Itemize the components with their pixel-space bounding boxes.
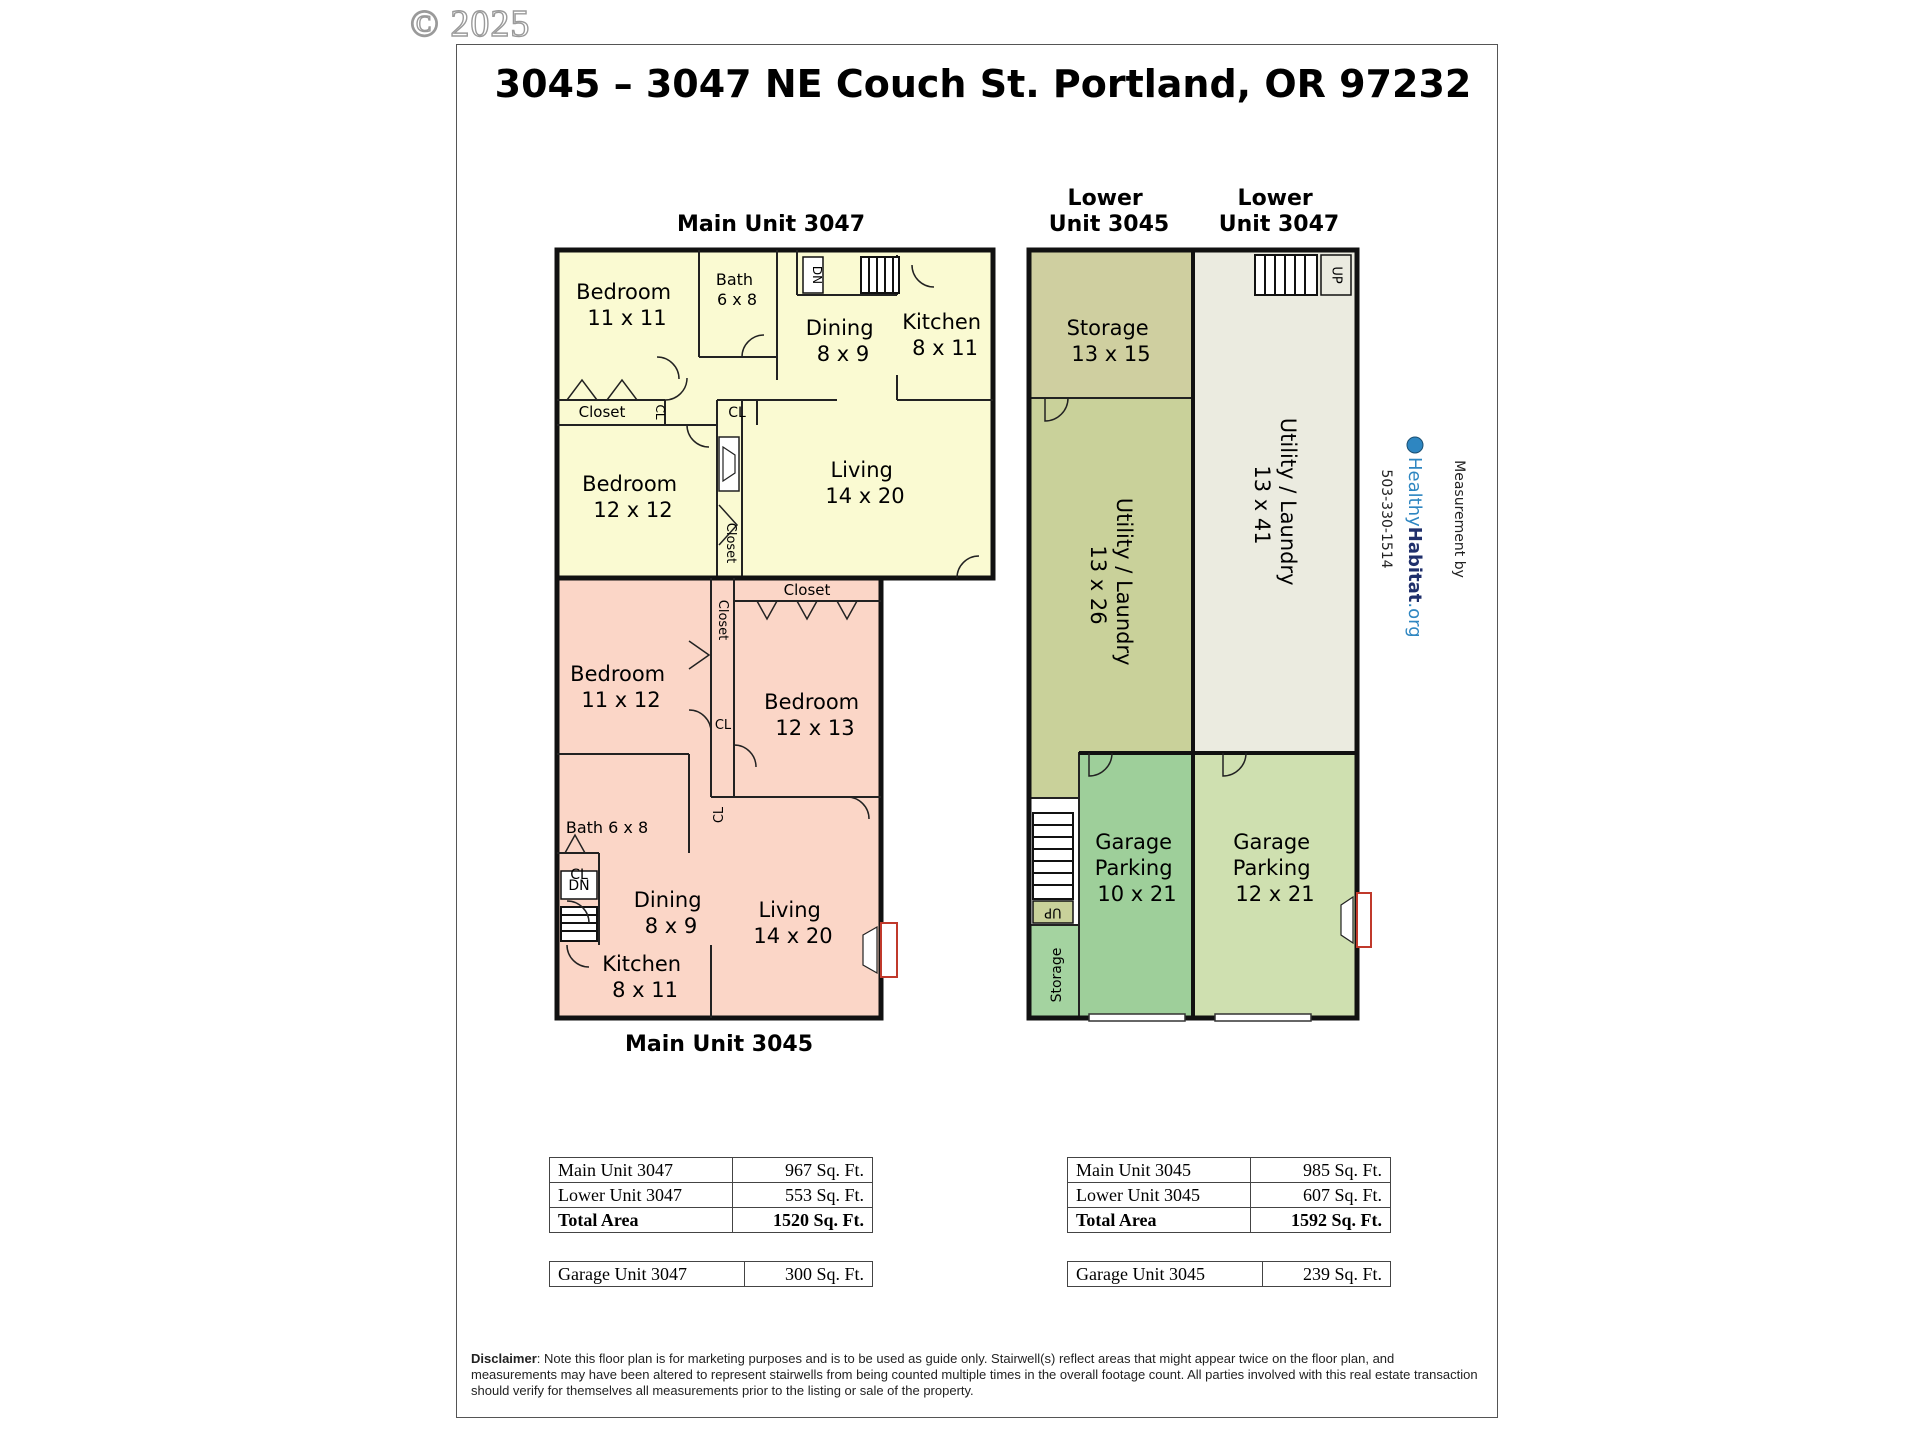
badge-measurement-by: Measurement by bbox=[1451, 460, 1467, 578]
room-bedroom-12x13: Bedroom 12 x 13 bbox=[764, 690, 866, 740]
room-closet: Closet bbox=[723, 523, 738, 564]
table-cell: 239 Sq. Ft. bbox=[1261, 1261, 1392, 1287]
lower-3045-utility bbox=[1028, 397, 1194, 799]
healthy-habitat-logo: HealthyHabitat.org bbox=[1404, 436, 1425, 638]
measurement-badge: Measurement by HealthyHabitat.org 503-33… bbox=[1378, 436, 1467, 638]
table-cell: 607 Sq. Ft. bbox=[1249, 1182, 1392, 1208]
disclaimer-label: Disclaimer bbox=[471, 1351, 537, 1366]
room-utility-laundry-13x26: Utility / Laundry 13 x 26 bbox=[1086, 498, 1136, 672]
garage-door-3047 bbox=[1214, 1013, 1312, 1022]
main-3045-stairs bbox=[560, 906, 598, 942]
floor-plan-sheet: 3045 – 3047 NE Couch St. Portland, OR 97… bbox=[456, 44, 1498, 1418]
room-kitchen-8x11: Kitchen 8 x 11 bbox=[602, 952, 688, 1002]
disclaimer: Disclaimer: Note this floor plan is for … bbox=[471, 1351, 1481, 1399]
room-bedroom-11x12: Bedroom 11 x 12 bbox=[570, 662, 672, 712]
lower-3045-stairs bbox=[1032, 812, 1074, 900]
lower-3045-storage-small bbox=[1028, 924, 1080, 1019]
room-closet: Closet bbox=[579, 403, 626, 421]
table-cell: Main Unit 3047 bbox=[549, 1157, 733, 1183]
main-3045-door-swings bbox=[564, 600, 870, 968]
room-bedroom-12x12: Bedroom 12 x 12 bbox=[582, 472, 684, 522]
main-3047-fireplace bbox=[718, 436, 740, 492]
badge-phone: 503-330-1514 bbox=[1378, 469, 1394, 568]
table-cell: Main Unit 3045 bbox=[1067, 1157, 1251, 1183]
room-closet: Closet bbox=[715, 600, 730, 641]
label-lower-unit-3045: Lower Unit 3045 bbox=[1049, 186, 1169, 237]
disclaimer-text: : Note this floor plan is for marketing … bbox=[471, 1351, 1478, 1398]
table-cell: 1592 Sq. Ft. bbox=[1249, 1207, 1392, 1233]
room-garage-parking-12x21: Garage Parking 12 x 21 bbox=[1233, 830, 1318, 906]
table-cell: 1520 Sq. Ft. bbox=[731, 1207, 874, 1233]
main-3045-dn-label: DN bbox=[568, 878, 589, 894]
room-living-14x20: Living 14 x 20 bbox=[753, 898, 832, 948]
room-garage-parking-10x21: Garage Parking 10 x 21 bbox=[1095, 830, 1180, 906]
room-dining-8x9: Dining 8 x 9 bbox=[634, 888, 708, 938]
room-kitchen-8x11: Kitchen 8 x 11 bbox=[902, 310, 988, 360]
lower-door-swings bbox=[1044, 397, 1247, 777]
floor-plan-diagram: 3045 – 3047 NE Couch St. Portland, OR 97… bbox=[495, 62, 1472, 1057]
main-3047-dn-label: DN bbox=[810, 266, 824, 284]
svg-text:HealthyHabitat.org: HealthyHabitat.org bbox=[1404, 457, 1425, 638]
lower-3047-up-label: UP bbox=[1329, 266, 1344, 284]
lower-3047-fireplace bbox=[1356, 892, 1372, 948]
main-3047-walls bbox=[557, 250, 993, 578]
table-cell: Garage Unit 3045 bbox=[1067, 1261, 1263, 1287]
table-cell: Lower Unit 3045 bbox=[1067, 1182, 1251, 1208]
table-cell: 967 Sq. Ft. bbox=[731, 1157, 874, 1183]
table-cell: Total Area bbox=[549, 1207, 733, 1233]
plan-title: 3045 – 3047 NE Couch St. Portland, OR 97… bbox=[495, 62, 1472, 106]
room-cl: CL bbox=[728, 405, 746, 421]
garage-door-3045 bbox=[1088, 1013, 1186, 1022]
room-cl: CL bbox=[570, 867, 588, 883]
room-living-14x20: Living 14 x 20 bbox=[825, 458, 904, 508]
table-cell: Total Area bbox=[1067, 1207, 1251, 1233]
room-storage-small: Storage bbox=[1049, 948, 1065, 1003]
label-lower-unit-3047: Lower Unit 3047 bbox=[1219, 186, 1339, 237]
room-cl: CL bbox=[715, 718, 732, 733]
table-cell: 300 Sq. Ft. bbox=[743, 1261, 874, 1287]
room-cl: CL bbox=[712, 806, 727, 823]
room-bedroom-11x11: Bedroom 11 x 11 bbox=[576, 280, 678, 330]
room-storage-13x15: Storage 13 x 15 bbox=[1067, 316, 1156, 366]
lower-3045-up-label: UP bbox=[1044, 905, 1062, 920]
lower-3047-utility bbox=[1192, 249, 1358, 754]
table-cell: 985 Sq. Ft. bbox=[1249, 1157, 1392, 1183]
lower-3047-stairs bbox=[1254, 254, 1318, 296]
main-3047-stairs bbox=[860, 256, 900, 294]
globe-icon bbox=[1406, 436, 1424, 454]
main-3047-floor bbox=[554, 247, 996, 581]
main-3047-door-swings bbox=[566, 264, 980, 579]
label-main-unit-3045: Main Unit 3045 bbox=[625, 1032, 813, 1057]
room-bath-6x8: Bath 6 x 8 bbox=[716, 270, 758, 309]
room-utility-laundry-13x41: Utility / Laundry 13 x 41 bbox=[1250, 418, 1300, 592]
main-3045-fireplace bbox=[880, 922, 898, 978]
room-cl: CL bbox=[653, 404, 667, 419]
label-main-unit-3047: Main Unit 3047 bbox=[677, 212, 865, 237]
copyright-watermark: © 2025 bbox=[409, 2, 531, 45]
table-cell: 553 Sq. Ft. bbox=[731, 1182, 874, 1208]
room-dining-8x9: Dining 8 x 9 bbox=[806, 316, 880, 366]
room-bath-6x8: Bath 6 x 8 bbox=[566, 818, 648, 837]
room-closet: Closet bbox=[784, 581, 831, 599]
table-cell: Garage Unit 3047 bbox=[549, 1261, 745, 1287]
table-cell: Lower Unit 3047 bbox=[549, 1182, 733, 1208]
